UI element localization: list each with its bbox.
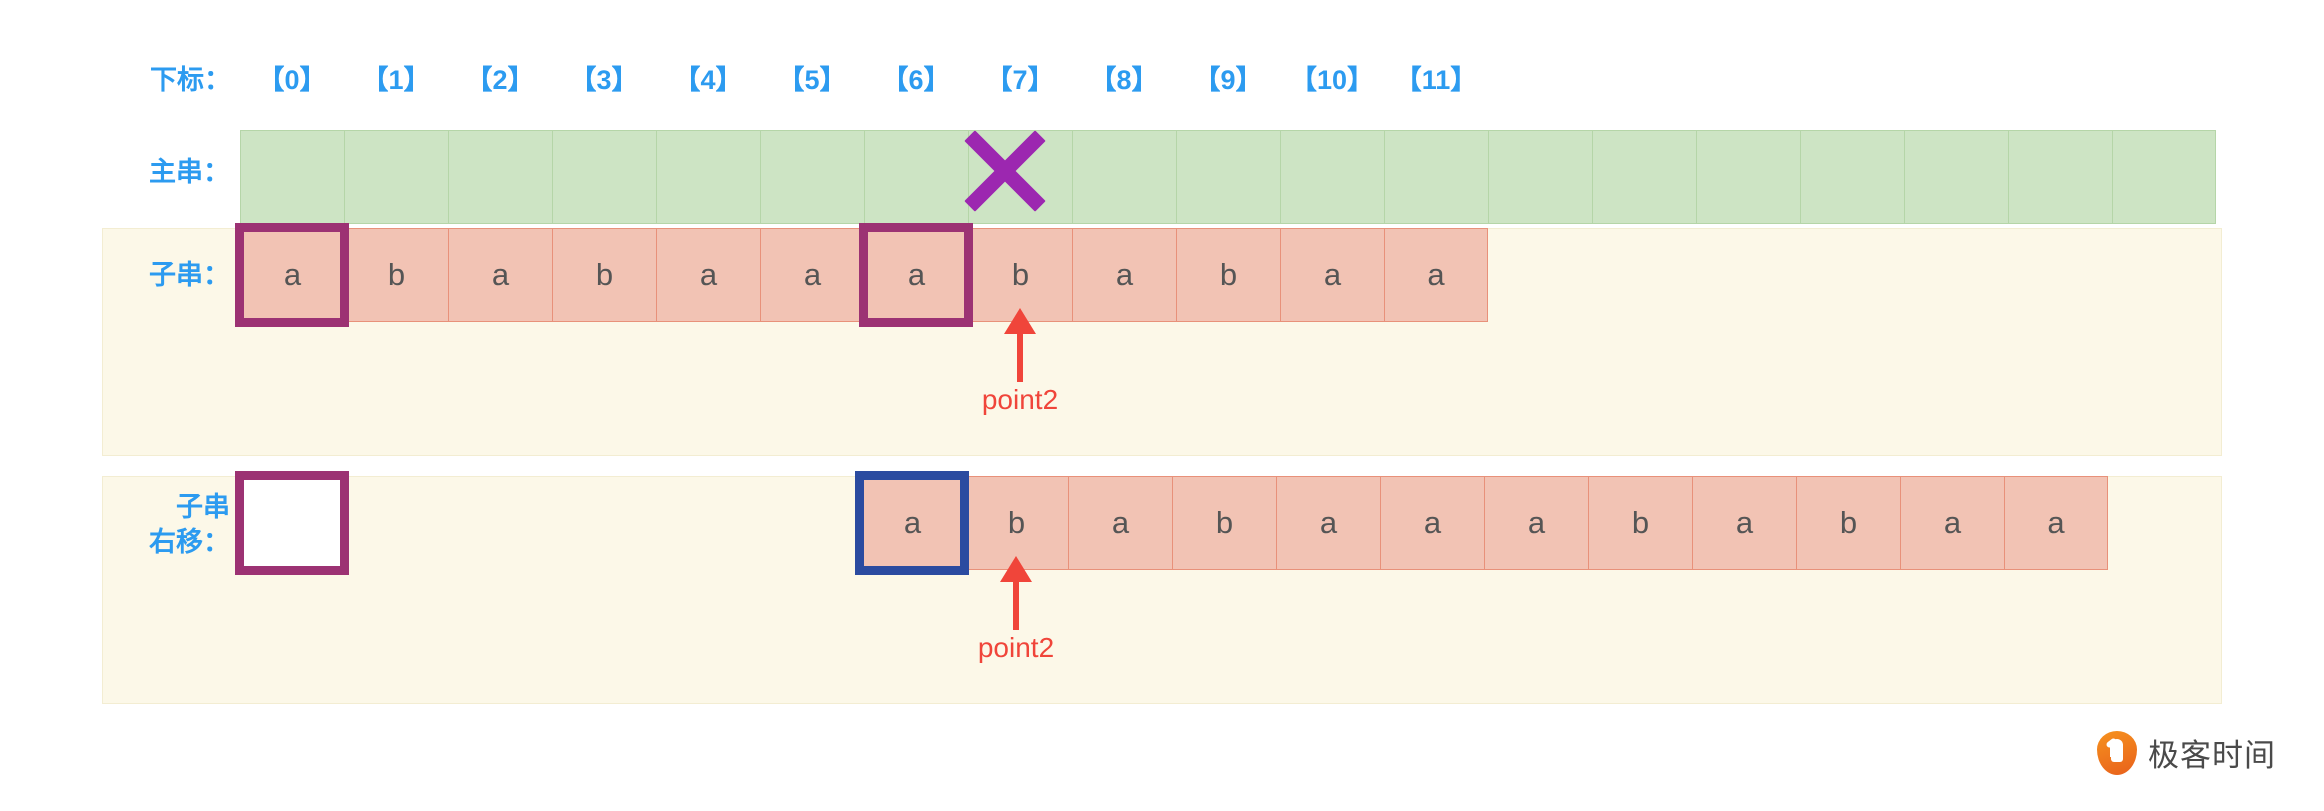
index-label-5: 【5】 — [777, 65, 847, 95]
substring-shifted-label: 子串 右移： — [90, 490, 230, 559]
index-label-4: 【4】 — [673, 65, 743, 95]
index-label-9: 【9】 — [1193, 65, 1263, 95]
index-label-2: 【2】 — [465, 65, 535, 95]
main-string-cell-2 — [448, 130, 552, 224]
substring-shifted-cell-4: a — [1276, 476, 1380, 570]
substring-cell-1: b — [344, 228, 448, 322]
substring-shifted-cell-8: a — [1692, 476, 1796, 570]
substring-pointer-point2-shaft — [1017, 330, 1023, 382]
main-string-label: 主串： — [149, 157, 230, 187]
main-string-cell-1 — [344, 130, 448, 224]
substring-shifted-cell-3: b — [1172, 476, 1276, 570]
substring-pointer-point2-label: point2 — [981, 384, 1059, 415]
main-string-cell-13 — [1592, 130, 1696, 224]
main-string-cell-5 — [760, 130, 864, 224]
geekbang-logo-icon — [2097, 730, 2137, 775]
main-string-cell-8 — [1072, 130, 1176, 224]
main-string-cell-17 — [2008, 130, 2112, 224]
main-string-cell-9 — [1176, 130, 1280, 224]
index-row-title: 下标： — [150, 65, 231, 95]
substring-shifted-cell-6: a — [1484, 476, 1588, 570]
index-label-3: 【3】 — [569, 65, 639, 95]
substring-cell-4: a — [656, 228, 760, 322]
substring-cell-0: a — [240, 228, 344, 322]
main-string-cell-0 — [240, 130, 344, 224]
index-label-10: 【10】 — [1289, 65, 1375, 95]
substring-cell-8: a — [1072, 228, 1176, 322]
substring-shifted-cell-1: b — [964, 476, 1068, 570]
substring-cell-6: a — [864, 228, 968, 322]
main-string-cell-6 — [864, 130, 968, 224]
substring-shifted-pointer-point2-arrowhead — [1000, 556, 1032, 582]
main-string-cell-14 — [1696, 130, 1800, 224]
substring-shifted-pointer-point2-label: point2 — [977, 632, 1055, 663]
substring-pointer-point2-arrowhead — [1004, 308, 1036, 334]
substring-cell-10: a — [1280, 228, 1384, 322]
substring-shifted-label-line2: 右移： — [149, 526, 230, 557]
substring-cell-9: b — [1176, 228, 1280, 322]
substring-shifted-cell-10: a — [1900, 476, 2004, 570]
index-label-11: 【11】 — [1394, 65, 1478, 95]
index-label-1: 【1】 — [361, 65, 431, 95]
index-label-7: 【7】 — [985, 65, 1055, 95]
substring-cell-11: a — [1384, 228, 1488, 322]
substring-cell-5: a — [760, 228, 864, 322]
brand-name: 极客时间 — [2148, 738, 2276, 773]
substring-shifted-cell-7: b — [1588, 476, 1692, 570]
main-string-cell-16 — [1904, 130, 2008, 224]
brand-logo: 极客时间 — [2097, 730, 2276, 775]
substring-shifted-cell-2: a — [1068, 476, 1172, 570]
substring-shifted-cell-11: a — [2004, 476, 2108, 570]
substring-cell-2: a — [448, 228, 552, 322]
main-string-cell-4 — [656, 130, 760, 224]
substring-label: 子串： — [149, 260, 230, 290]
substring-cell-3: b — [552, 228, 656, 322]
main-string-cell-11 — [1384, 130, 1488, 224]
substring-shifted-cell-0: a — [860, 476, 964, 570]
main-string-cell-10 — [1280, 130, 1384, 224]
main-string-cell-15 — [1800, 130, 1904, 224]
main-string-row — [240, 130, 2216, 224]
substring-shifted-label-line1: 子串 — [176, 492, 230, 522]
index-label-8: 【8】 — [1089, 65, 1159, 95]
main-string-cell-7 — [968, 130, 1072, 224]
main-string-cell-12 — [1488, 130, 1592, 224]
main-string-cell-18 — [2112, 130, 2216, 224]
substring-shifted-cell-5: a — [1380, 476, 1484, 570]
index-label-6: 【6】 — [881, 65, 951, 95]
substring-shifted-cell-9: b — [1796, 476, 1900, 570]
index-label-0: 【0】 — [257, 65, 327, 95]
main-string-cell-3 — [552, 130, 656, 224]
substring-shifted-pointer-point2-shaft — [1013, 578, 1019, 630]
